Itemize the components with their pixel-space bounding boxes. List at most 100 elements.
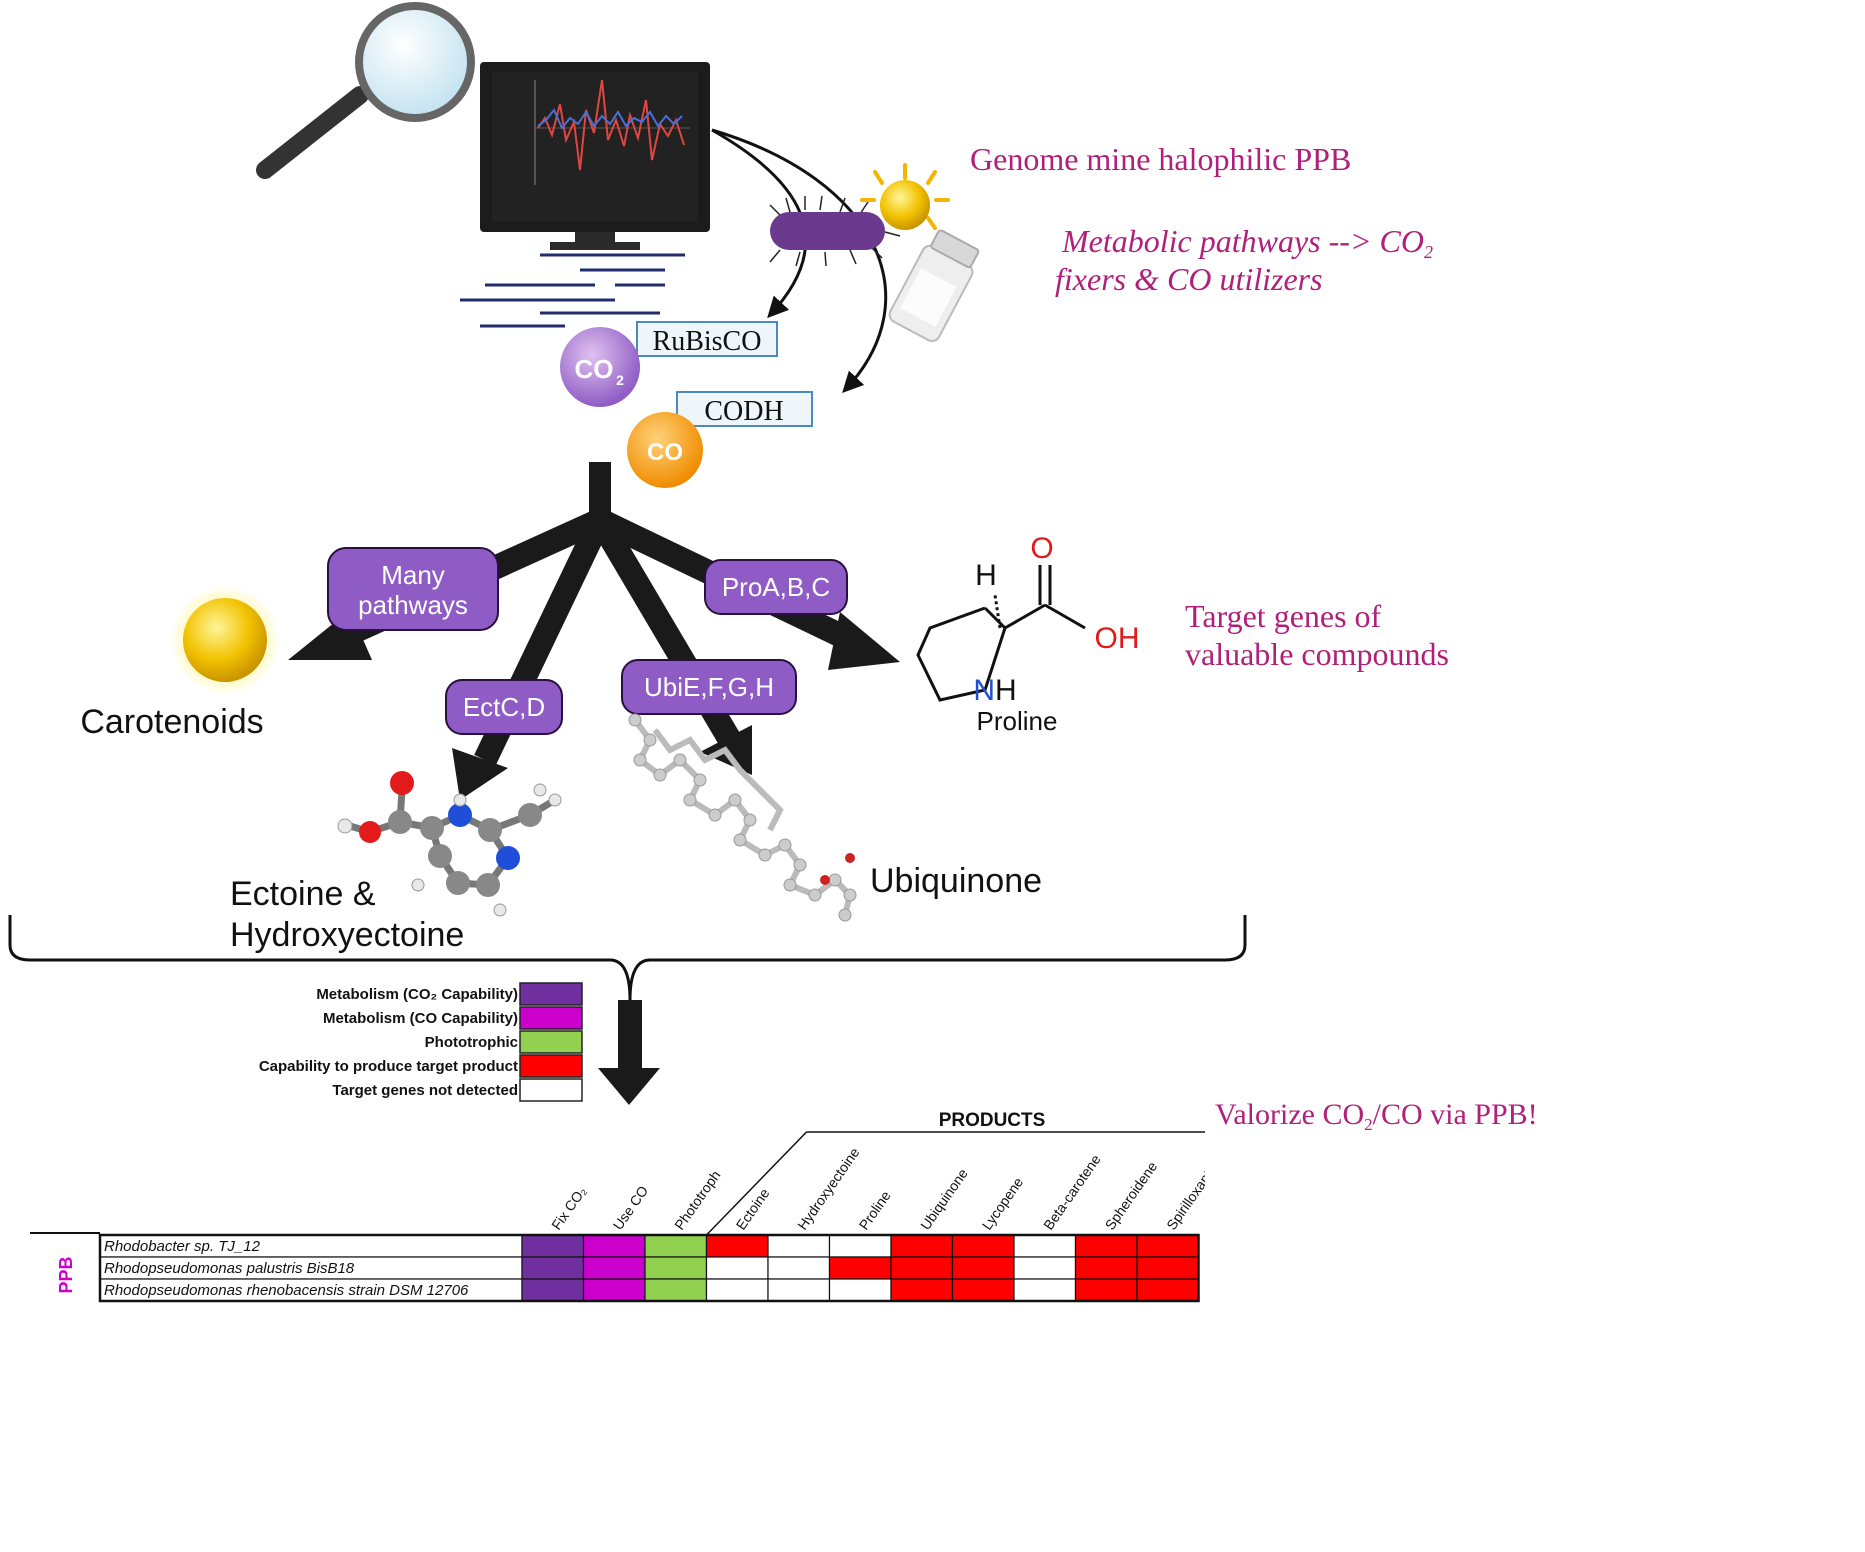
co2-sphere-label: CO (575, 354, 614, 384)
pathway-ectcd: EctC,D (445, 679, 563, 735)
summary-arrow (598, 1000, 660, 1105)
summary-bracket (8, 915, 1247, 1001)
legend-swatch (519, 982, 583, 1006)
pathway-ubi: UbiE,F,G,H (621, 659, 797, 715)
salt-bottle-icon (888, 229, 980, 342)
ubiquinone-label: Ubiquinone (870, 862, 1042, 900)
table-row-name: Rhodopseudomonas rhenobacensis strain DS… (104, 1282, 469, 1299)
metabolic-line2: fixers & CO utilizers (1055, 261, 1323, 297)
sun-icon (860, 163, 950, 230)
column-header: Use CO (610, 1183, 652, 1233)
table-cell (705, 1278, 769, 1302)
table-cell (828, 1278, 892, 1302)
proline-oh-label: OH (1095, 622, 1140, 655)
column-header: Ubiquinone (917, 1165, 971, 1232)
legend-swatch (519, 1078, 583, 1102)
pathway-pro: ProA,B,C (704, 559, 848, 615)
table-row-name: Rhodopseudomonas palustris BisB18 (104, 1260, 355, 1277)
table-cell (828, 1256, 892, 1280)
legend-label: Capability to produce target product (259, 1058, 518, 1075)
table-cell (1013, 1256, 1077, 1280)
legend: Metabolism (CO₂ Capability) Metabolism (C… (259, 982, 583, 1102)
table-cell (1136, 1256, 1200, 1280)
table-cell (890, 1234, 954, 1258)
table-border (98, 1233, 1200, 1303)
valorize-text: Valorize CO2/CO via PPB! (1215, 1098, 1538, 1134)
table-cell (1074, 1278, 1138, 1302)
monitor-icon (480, 62, 710, 250)
table-row-name: Rhodobacter sp. TJ_12 (104, 1238, 261, 1255)
bacterium-icon (769, 195, 901, 267)
proline-nh-label: NH (973, 674, 1016, 707)
legend-swatch (519, 1030, 583, 1054)
ectoine-label-line2: Hydroxyectoine (230, 916, 464, 954)
pathway-many: Many pathways (327, 547, 499, 631)
table-cell (1136, 1234, 1200, 1258)
table-cell (705, 1256, 769, 1280)
table-cell (890, 1256, 954, 1280)
table-cell (521, 1234, 585, 1258)
target-genes-line2: valuable compounds (1185, 636, 1449, 672)
table-cell (644, 1234, 708, 1258)
target-genes-line1: Target genes of (1185, 598, 1382, 634)
metabolic-line1: Metabolic pathways --> CO2 (1061, 223, 1433, 262)
co2-sphere-subscript: 2 (616, 372, 624, 388)
table-cell (1013, 1278, 1077, 1302)
table-cell (767, 1256, 831, 1280)
proline-h-label: H (975, 559, 997, 592)
co2-sphere: CO 2 (560, 327, 640, 407)
table-cell (705, 1234, 769, 1258)
carotenoids-label: Carotenoids (80, 703, 263, 741)
table-cell (582, 1256, 646, 1280)
pathway-many-line1: Many (381, 560, 445, 590)
sequence-reads (460, 253, 685, 328)
rubisco-box: RuBisCO (636, 321, 778, 357)
column-header: Hydroxyectoine (794, 1144, 863, 1232)
pathway-ectcd-label: EctC,D (463, 692, 545, 722)
column-header: Phototroph (671, 1167, 723, 1232)
table-cell (828, 1234, 892, 1258)
table-cell (767, 1278, 831, 1302)
ectoine-label-line1: Ectoine & (230, 875, 376, 913)
ectoine-molecule-icon (337, 771, 562, 917)
carotenoid-sphere-icon (170, 585, 280, 695)
table-cell (951, 1234, 1015, 1258)
legend-swatch (519, 1006, 583, 1030)
proline-o-label: O (1030, 532, 1053, 565)
table-cell (951, 1256, 1015, 1280)
table-cell (951, 1278, 1015, 1302)
table-cell (521, 1256, 585, 1280)
legend-swatch (519, 1054, 583, 1078)
proline-label: Proline (977, 706, 1058, 736)
legend-label: Metabolism (CO Capability) (323, 1010, 518, 1027)
column-header: Proline (856, 1188, 894, 1233)
legend-label: Metabolism (CO₂ Capability) (316, 986, 518, 1003)
magnifier-icon (256, 2, 475, 179)
table-cell (1074, 1256, 1138, 1280)
products-header: PRODUCTS (939, 1110, 1046, 1131)
table-cell (582, 1234, 646, 1258)
pathway-pro-label: ProA,B,C (722, 572, 830, 602)
codh-label: CODH (704, 396, 783, 427)
table-cell (582, 1278, 646, 1302)
table-cell (644, 1278, 708, 1302)
table-cell (767, 1234, 831, 1258)
ubiquinone-molecule-icon (628, 713, 857, 922)
column-header: Lycopene (979, 1174, 1027, 1233)
proline-structure (916, 565, 1086, 702)
column-header: Fix CO₂ (548, 1183, 589, 1232)
genome-mine-text: Genome mine halophilic PPB (970, 141, 1351, 177)
column-header: Spirilloxanthin (1163, 1152, 1226, 1233)
legend-label: Phototrophic (425, 1034, 518, 1051)
pathway-many-line2: pathways (358, 590, 468, 620)
table-cell (644, 1256, 708, 1280)
pathway-ubi-label: UbiE,F,G,H (644, 672, 774, 702)
column-header: Ectoine (733, 1185, 773, 1233)
table-cell (521, 1278, 585, 1302)
codh-box: CODH (676, 391, 813, 427)
co-sphere-label: CO (647, 439, 683, 466)
table-cell (1013, 1234, 1077, 1258)
